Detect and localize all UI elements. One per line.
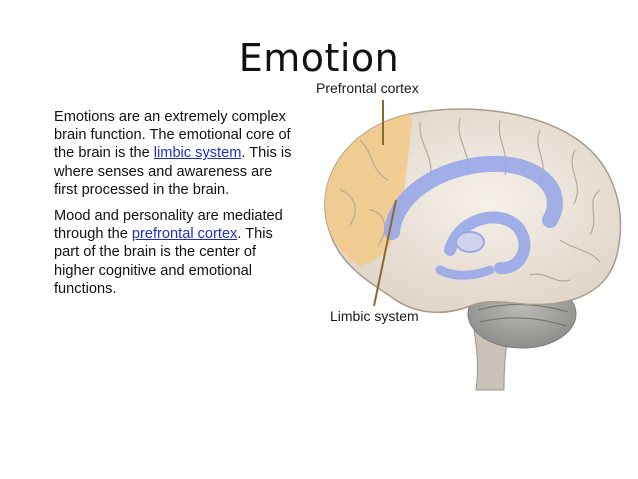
slide-title: Emotion (238, 36, 400, 80)
limbic-system-link[interactable]: limbic system (153, 145, 242, 162)
paragraph-emotions: Emotions are an extremely complex brain … (54, 108, 292, 199)
paragraph-mood: Mood and personality are mediated throug… (54, 207, 292, 298)
limbic-system-region (384, 155, 563, 280)
prefrontal-cortex-label: Prefrontal cortex (316, 80, 419, 96)
body-text: Emotions are an extremely complex brain … (54, 108, 292, 306)
paragraph-mood-text-2: . This part of the brain is the center o… (54, 226, 273, 297)
paragraph-emotions-text-1: Emotions are an extremely complex brain … (54, 109, 291, 162)
limbic-system-label: Limbic system (330, 308, 419, 324)
brain-sulci (339, 117, 601, 282)
brain-illustration (324, 100, 622, 391)
limbic-leader-line (373, 199, 397, 307)
prefrontal-cortex-link[interactable]: prefrontal cortex (131, 226, 238, 243)
paragraph-mood-text-1: Mood and personality are mediated throug… (54, 208, 283, 243)
paragraph-emotions-text-2: . This is where senses and awareness are… (54, 145, 292, 198)
thalamus (455, 231, 485, 253)
